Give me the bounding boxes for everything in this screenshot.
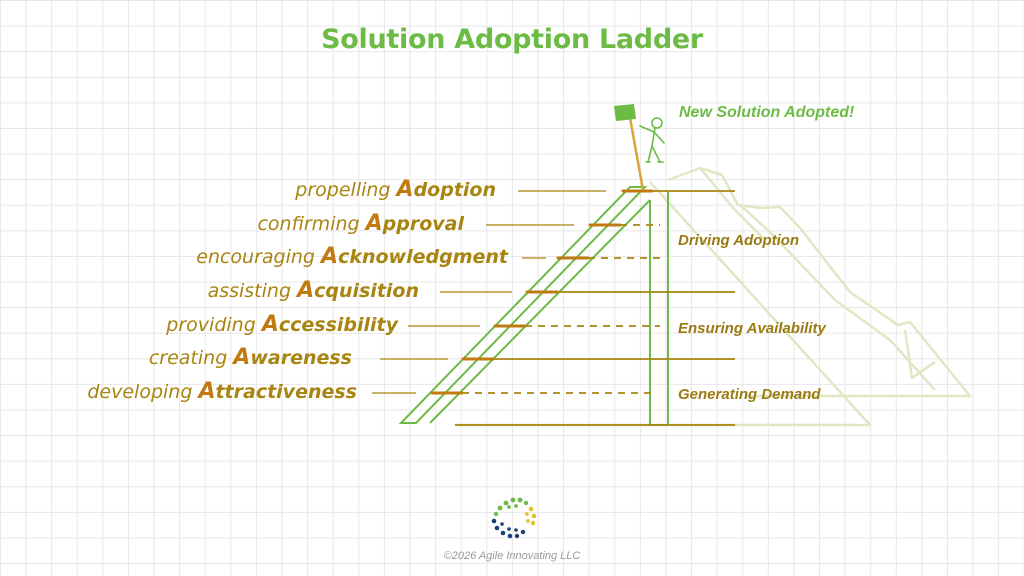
step-rest: ttractiveness	[215, 381, 357, 403]
flag-icon	[614, 104, 645, 191]
step-label-approval: confirming Approval	[257, 211, 464, 236]
stage-generating-demand: Generating Demand	[678, 386, 821, 403]
step-label-awareness: creating Awareness	[148, 345, 352, 370]
step-label-acquisition: assisting Acquisition	[207, 278, 419, 303]
step-initial: A	[198, 379, 216, 404]
climber-figure-icon	[639, 117, 665, 163]
step-initial: A	[261, 312, 279, 337]
step-verb: creating	[148, 347, 234, 369]
step-rest: pproval	[382, 213, 464, 235]
step-initial: A	[321, 244, 339, 269]
step-verb: providing	[166, 314, 262, 336]
agile-innovating-logo	[491, 497, 537, 539]
step-initial: A	[297, 278, 315, 303]
stage-driving-adoption: Driving Adoption	[678, 232, 800, 249]
step-verb: confirming	[257, 213, 366, 235]
step-initial: A	[233, 345, 251, 370]
level-lines	[455, 190, 735, 426]
step-label-accessibility: providing Accessibility	[166, 312, 398, 337]
step-verb: propelling	[295, 179, 397, 201]
step-label-acknowledgment: encouraging Acknowledgment	[196, 244, 508, 269]
step-rest: doption	[413, 179, 496, 201]
leader-lines	[372, 190, 606, 394]
step-initial: A	[396, 177, 414, 202]
step-rest: wareness	[250, 347, 352, 369]
page-title: Solution Adoption Ladder	[321, 24, 703, 55]
goal-label: New Solution Adopted!	[679, 104, 855, 121]
step-initial: A	[365, 211, 383, 236]
step-verb: encouraging	[196, 246, 322, 268]
step-verb: developing	[87, 381, 199, 403]
step-rest: ccessibility	[278, 314, 398, 336]
step-rest: cknowledgment	[338, 246, 508, 268]
copyright-text: ©2026 Agile Innovating LLC	[443, 550, 581, 562]
ladder-rungs	[430, 189, 654, 395]
step-verb: assisting	[207, 280, 298, 302]
stage-ensuring-availability: Ensuring Availability	[678, 320, 826, 337]
step-rest: cquisition	[314, 280, 419, 302]
step-label-attractiveness: developing Attractiveness	[87, 379, 357, 404]
step-label-adoption: propelling Adoption	[295, 177, 496, 202]
